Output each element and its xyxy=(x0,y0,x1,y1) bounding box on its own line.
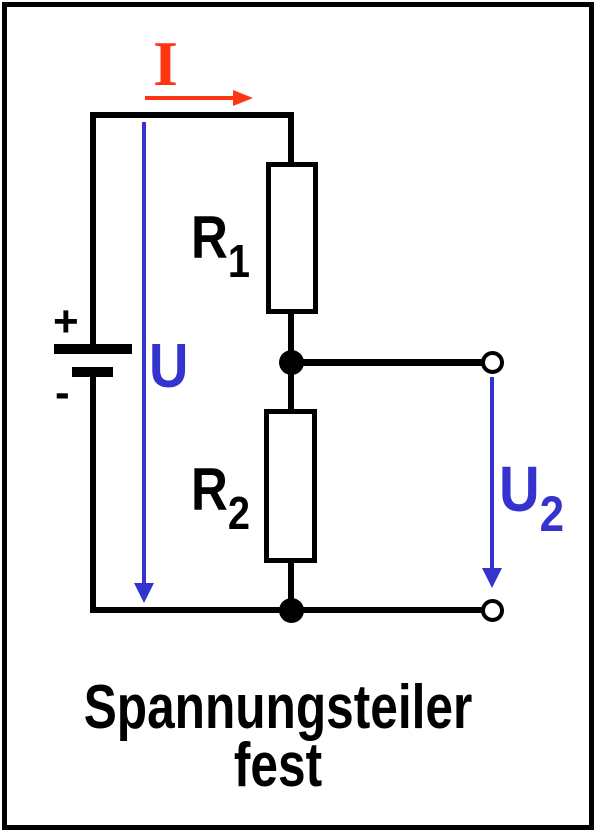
wire-left-lower xyxy=(90,377,96,613)
junction-node-top xyxy=(279,350,304,375)
wire-right-upper xyxy=(288,112,294,166)
u-arrow-head-icon xyxy=(134,583,154,603)
resistor-r2-subscript: 2 xyxy=(227,486,250,539)
u2-arrow-head-icon xyxy=(482,568,502,588)
battery-plus-label: + xyxy=(53,297,79,346)
resistor-r1-body xyxy=(266,162,318,314)
resistor-r1-subscript: 1 xyxy=(227,234,250,287)
wire-r1-to-junction xyxy=(288,314,294,354)
wire-junction-to-terminal xyxy=(292,359,484,366)
battery-plate-short xyxy=(72,367,113,377)
current-arrow-line xyxy=(145,96,234,100)
wire-top xyxy=(90,112,294,118)
wire-left-upper xyxy=(90,112,96,344)
output-voltage-label: U2 xyxy=(499,457,564,539)
output-voltage-subscript: 2 xyxy=(539,485,565,542)
resistor-r1-label: R1 xyxy=(191,208,250,285)
output-terminal-bottom xyxy=(481,599,504,622)
current-label: I xyxy=(153,28,178,99)
wire-junction-to-r2 xyxy=(288,373,294,413)
diagram-border xyxy=(2,2,594,830)
resistor-r1-symbol: R xyxy=(191,204,228,271)
output-voltage-symbol: U xyxy=(499,453,540,525)
resistor-r2-symbol: R xyxy=(191,456,228,523)
battery-plate-long xyxy=(54,344,132,354)
u-arrow-line xyxy=(142,122,146,584)
diagram-title-line2: fest xyxy=(233,731,323,800)
wire-r2-to-junction xyxy=(288,561,294,603)
battery-minus-label: - xyxy=(55,368,70,417)
output-terminal-top xyxy=(481,351,504,374)
source-voltage-label: U xyxy=(149,332,189,401)
u2-arrow-line xyxy=(490,377,494,569)
current-arrow-head-icon xyxy=(233,90,253,106)
resistor-r2-label: R2 xyxy=(191,460,250,537)
junction-node-bottom xyxy=(279,598,304,623)
resistor-r2-body xyxy=(264,409,317,563)
diagram-title-line1: Spannungsteiler xyxy=(83,673,473,742)
